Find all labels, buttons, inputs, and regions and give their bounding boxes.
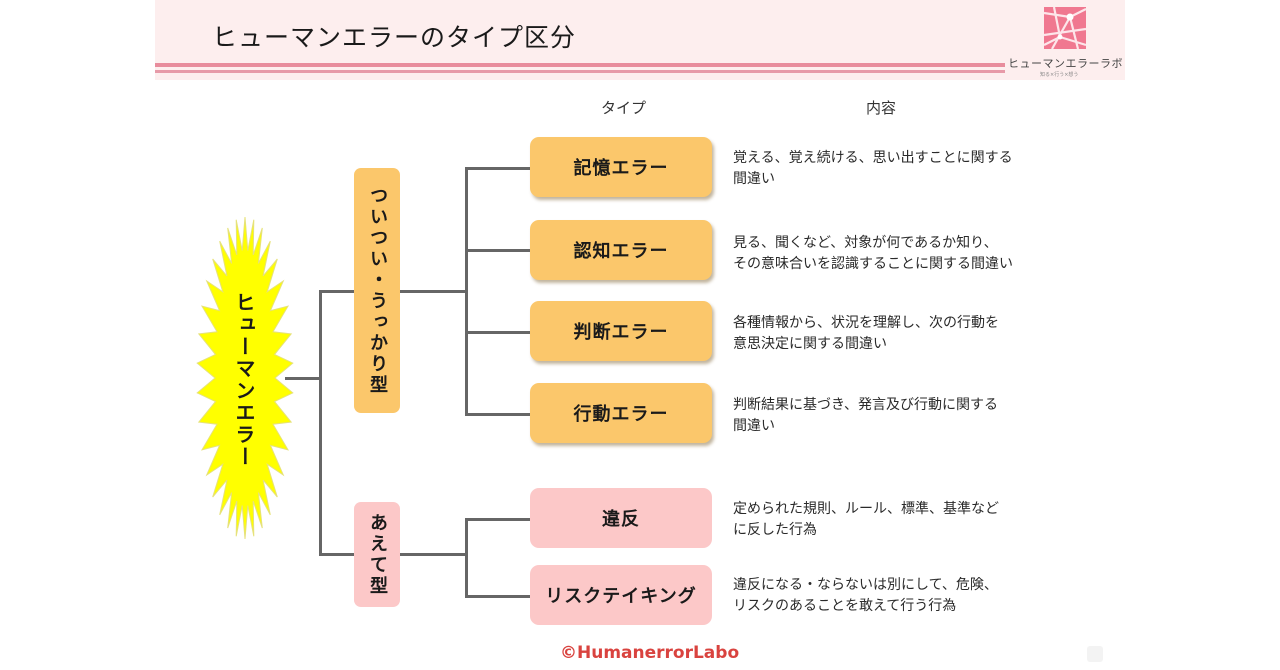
description-line: 間違い <box>733 418 775 434</box>
description-line: 定められた規則、ルール、標準、基準など <box>733 501 999 517</box>
description-line: リスクのあることを敢えて行う行為 <box>733 598 957 614</box>
type-label: 判断エラー <box>573 322 669 343</box>
description-memory-error: 覚える、覚え続ける、思い出すことに関する 間違い <box>733 148 1013 190</box>
column-header-type: タイプ <box>601 99 647 117</box>
connector-line <box>285 377 321 380</box>
type-label: リスクテイキング <box>545 586 697 607</box>
description-judgment-error: 各種情報から、状況を理解し、次の行動を 意思決定に関する間違い <box>733 313 999 355</box>
connector-line <box>465 167 468 416</box>
page-title: ヒューマンエラーのタイプ区分 <box>212 23 577 52</box>
type-label: 記憶エラー <box>573 158 669 179</box>
description-line: 各種情報から、状況を理解し、次の行動を <box>733 315 999 331</box>
connector-line <box>319 290 322 556</box>
logo-name: ヒューマンエラーラボ <box>1008 57 1123 70</box>
connector-line <box>465 518 531 521</box>
type-box-memory-error: 記憶エラー <box>530 137 712 197</box>
description-line: 判断結果に基づき、発言及び行動に関する <box>733 397 999 413</box>
header-divider-line <box>155 63 1005 67</box>
description-line: 覚える、覚え続ける、思い出すことに関する <box>733 150 1013 166</box>
column-header-content: 内容 <box>866 99 897 117</box>
description-line: 違反になる・ならないは別にして、危険、 <box>733 577 998 593</box>
type-box-recognition-error: 認知エラー <box>530 220 712 280</box>
connector-line <box>465 595 531 598</box>
connector-line <box>319 553 355 556</box>
connector-line <box>465 518 468 598</box>
description-line: に反した行為 <box>733 522 817 538</box>
description-action-error: 判断結果に基づき、発言及び行動に関する 間違い <box>733 395 998 437</box>
connector-line <box>465 167 531 170</box>
type-label: 違反 <box>602 509 640 530</box>
category-careless-type: ついつい・うっかり型 <box>354 168 400 413</box>
type-box-action-error: 行動エラー <box>530 383 712 443</box>
connector-line <box>465 331 531 334</box>
connector-line <box>465 249 531 252</box>
type-box-violation: 違反 <box>530 488 712 548</box>
connector-line <box>319 290 355 293</box>
starburst-shape <box>196 216 294 540</box>
category-label: あえて型 <box>367 512 388 597</box>
root-node-label: ヒューマンエラー <box>232 292 256 468</box>
description-line: 見る、聞くなど、対象が何であるか知り、 <box>733 235 998 251</box>
header-divider-line <box>155 70 1005 73</box>
connector-line <box>400 290 467 293</box>
type-box-judgment-error: 判断エラー <box>530 301 712 361</box>
connector-line <box>465 413 531 416</box>
description-line: 間違い <box>733 171 775 187</box>
description-recognition-error: 見る、聞くなど、対象が何であるか知り、 その意味合いを認識することに関する間違い <box>733 233 1013 275</box>
type-label: 認知エラー <box>573 241 669 262</box>
type-box-risk-taking: リスクテイキング <box>530 565 712 625</box>
watermark-icon <box>1087 646 1103 662</box>
type-label: 行動エラー <box>573 404 669 425</box>
logo-tagline: 知る×行う×想う <box>1040 72 1079 78</box>
description-line: その意味合いを認識することに関する間違い <box>733 256 1013 272</box>
category-intentional-type: あえて型 <box>354 502 400 607</box>
connector-line <box>400 553 467 556</box>
copyright-text: ©HumanerrorLabo <box>560 643 740 663</box>
description-line: 意思決定に関する間違い <box>733 336 887 352</box>
network-square-icon <box>1044 7 1086 49</box>
description-violation: 定められた規則、ルール、標準、基準など に反した行為 <box>733 499 999 541</box>
category-label: ついつい・うっかり型 <box>367 185 388 396</box>
description-risk-taking: 違反になる・ならないは別にして、危険、 リスクのあることを敢えて行う行為 <box>733 575 998 617</box>
